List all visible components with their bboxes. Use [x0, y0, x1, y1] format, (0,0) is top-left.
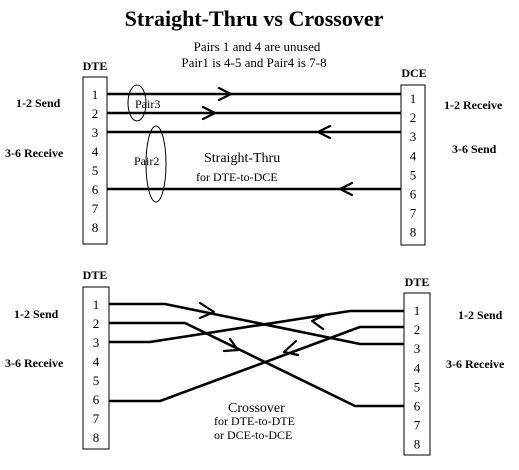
- crossover-caption: Crossover: [228, 401, 285, 416]
- crossover-right-pin-7: 7: [414, 418, 421, 433]
- crossover-right-pin-numbers: 1 2 3 4 5 6 7 8: [414, 303, 421, 452]
- diagram-title: Straight-Thru vs Crossover: [125, 6, 384, 31]
- crossover-caption-sub2: or DCE-to-DCE: [214, 428, 292, 442]
- straight-right-pin-6: 6: [410, 187, 417, 202]
- crossover-left-pin-5: 5: [93, 373, 100, 388]
- straight-caption: Straight-Thru: [204, 151, 280, 166]
- straight-left-receive-label: 3-6 Receive: [5, 146, 64, 160]
- note-pair-mapping: Pair1 is 4-5 and Pair4 is 7-8: [181, 55, 326, 70]
- straight-caption-sub: for DTE-to-DCE: [196, 170, 278, 184]
- crossover-right-pin-2: 2: [414, 322, 421, 337]
- crossover-right-pin-3: 3: [414, 341, 421, 356]
- straight-left-pin-8: 8: [92, 220, 99, 235]
- crossover-right-connector: [403, 292, 431, 456]
- crossover-arrow-a-icon: [198, 301, 216, 320]
- crossover-left-receive-label: 3-6 Receive: [5, 356, 64, 370]
- crossover-right-receive-label: 3-6 Receive: [446, 357, 505, 371]
- straight-left-connector: [82, 76, 108, 245]
- crossover-right-pin-8: 8: [414, 437, 421, 452]
- crossover-section: DTE DTE 1 2 3 4 5 6 7 8 1 2 3 4 5 6 7 8 1-2 Send 3-6 R…: [5, 268, 505, 456]
- crossover-left-send-label: 1-2 Send: [14, 307, 59, 321]
- crossover-left-device: DTE: [83, 268, 108, 282]
- straight-right-pin-3: 3: [410, 129, 417, 144]
- crossover-left-pin-7: 7: [93, 411, 100, 426]
- crossover-arrow-d-icon: [282, 339, 300, 357]
- straight-right-send-label: 3-6 Send: [452, 142, 497, 156]
- straight-left-pin-1: 1: [92, 87, 99, 102]
- straight-right-pin-5: 5: [410, 167, 417, 182]
- crossover-left-pin-3: 3: [93, 335, 100, 350]
- straight-right-pin-1: 1: [410, 91, 417, 106]
- pair2-label: Pair2: [134, 154, 159, 168]
- straight-right-receive-label: 1-2 Receive: [444, 98, 503, 112]
- crossover-right-pin-4: 4: [414, 360, 421, 375]
- crossover-wire-left3-to-right1: [109, 309, 404, 344]
- straight-left-pin-3: 3: [92, 125, 99, 140]
- straight-right-pin-2: 2: [410, 110, 417, 125]
- straight-left-device: DTE: [83, 59, 108, 73]
- straight-right-pin-7: 7: [410, 206, 417, 221]
- crossover-caption-sub1: for DTE-to-DTE: [214, 414, 295, 428]
- note-unused-pairs: Pairs 1 and 4 are unused: [194, 39, 321, 54]
- crossover-arrow-b-icon: [222, 337, 240, 353]
- straight-left-send-label: 1-2 Send: [16, 96, 61, 110]
- straight-left-pin-5: 5: [92, 163, 99, 178]
- straight-left-pin-numbers: 1 2 3 4 5 6 7 8: [92, 87, 99, 235]
- straight-arrow-pin6-icon: [338, 181, 354, 197]
- straight-right-pin-numbers: 1 2 3 4 5 6 7 8: [410, 91, 417, 240]
- crossover-left-pin-4: 4: [93, 354, 100, 369]
- straight-arrow-pin1-icon: [217, 86, 233, 102]
- straight-right-pin-8: 8: [410, 225, 417, 240]
- crossover-right-pin-5: 5: [414, 379, 421, 394]
- pair3-label: Pair3: [135, 97, 160, 111]
- straight-arrow-pin2-icon: [201, 105, 217, 121]
- straight-right-connector: [400, 84, 426, 246]
- crossover-left-pin-1: 1: [93, 297, 100, 312]
- pair3-ellipse: [127, 84, 147, 122]
- straight-arrow-pin3-icon: [316, 124, 332, 140]
- straight-left-pin-2: 2: [92, 106, 99, 121]
- straight-thru-section: DTE DCE 1 2 3 4 5 6 7 8 1 2 3 4 5 6 7 8 Pair3 Pair2 1-…: [5, 59, 503, 246]
- crossover-left-connector: [82, 286, 110, 450]
- straight-left-pin-4: 4: [92, 144, 99, 159]
- crossover-left-pin-numbers: 1 2 3 4 5 6 7 8: [93, 297, 100, 445]
- straight-left-pin-7: 7: [92, 201, 99, 216]
- crossover-left-pin-8: 8: [93, 430, 100, 445]
- straight-left-pin-6: 6: [92, 182, 99, 197]
- crossover-wire-left2-to-right6: [109, 321, 404, 408]
- crossover-right-device: DTE: [405, 275, 430, 289]
- crossover-wire-left6-to-right2: [109, 325, 404, 403]
- crossover-arrow-c-icon: [310, 313, 327, 331]
- pair2-ellipse: [145, 125, 167, 203]
- straight-right-device: DCE: [401, 66, 426, 80]
- crossover-right-send-label: 1-2 Send: [458, 308, 503, 322]
- crossover-left-pin-2: 2: [93, 316, 100, 331]
- straight-right-pin-4: 4: [410, 148, 417, 163]
- crossover-right-pin-6: 6: [414, 399, 421, 414]
- crossover-right-pin-1: 1: [414, 303, 421, 318]
- crossover-left-pin-6: 6: [93, 392, 100, 407]
